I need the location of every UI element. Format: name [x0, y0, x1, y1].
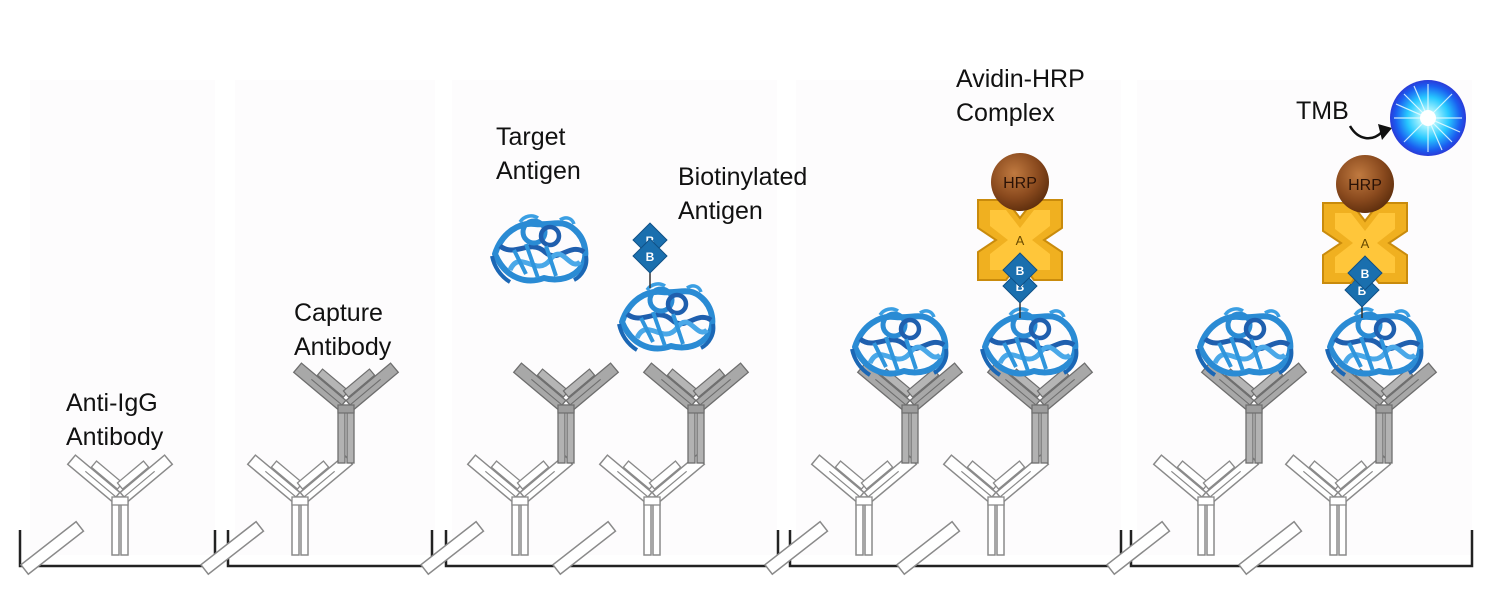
well-bracket — [788, 530, 1123, 568]
well-bracket — [1129, 530, 1474, 568]
antibody-outline-icon — [200, 447, 354, 575]
antibody-outline-icon — [420, 447, 574, 575]
label-line: Target — [496, 123, 566, 151]
label-line: Anti-IgG — [66, 389, 158, 417]
antibody-outline-icon — [1106, 447, 1260, 575]
panel-background — [30, 80, 215, 555]
label-line: Antigen — [678, 197, 763, 225]
arrow-icon — [1348, 124, 1392, 140]
antigen-icon — [492, 216, 586, 282]
capture-antibody-icon — [293, 355, 399, 464]
label-line: Antibody — [294, 333, 392, 361]
antibody-outline-icon — [896, 447, 1050, 575]
label-line: Complex — [956, 99, 1055, 127]
label-line: Antigen — [496, 157, 581, 185]
label-line: Antibody — [66, 423, 164, 451]
label-anti-igg-antibody: Anti-IgG Antibody — [66, 386, 163, 454]
antibody-outline-icon — [1238, 447, 1392, 575]
antigen-icon — [852, 309, 946, 375]
label-capture-antibody: Capture Antibody — [294, 296, 391, 364]
capture-antibody-icon — [643, 355, 749, 464]
antigen-icon — [982, 309, 1076, 375]
label-line: Avidin-HRP — [956, 65, 1085, 93]
tmb-glow-icon — [1390, 80, 1466, 156]
label-tmb: TMB — [1296, 94, 1349, 128]
antibody-outline-icon — [552, 447, 706, 575]
antigen-icon — [1327, 309, 1421, 375]
label-line: Capture — [294, 299, 383, 327]
label-avidin-hrp-complex: Avidin-HRP Complex — [956, 62, 1085, 130]
well-bracket — [444, 530, 780, 568]
label-biotinylated-antigen: Biotinylated Antigen — [678, 160, 807, 228]
antigen-icon — [1197, 309, 1291, 375]
antigen-icon — [619, 284, 713, 350]
label-target-antigen: Target Antigen — [496, 120, 581, 188]
antibody-outline-icon — [764, 447, 918, 575]
capture-antibody-icon — [513, 355, 619, 464]
antibody-outline-icon — [20, 447, 174, 575]
hrp-icon — [991, 153, 1049, 211]
label-line: TMB — [1296, 97, 1349, 125]
well-bracket — [18, 530, 217, 568]
label-line: Biotinylated — [678, 163, 808, 191]
hrp-icon — [1336, 155, 1394, 213]
